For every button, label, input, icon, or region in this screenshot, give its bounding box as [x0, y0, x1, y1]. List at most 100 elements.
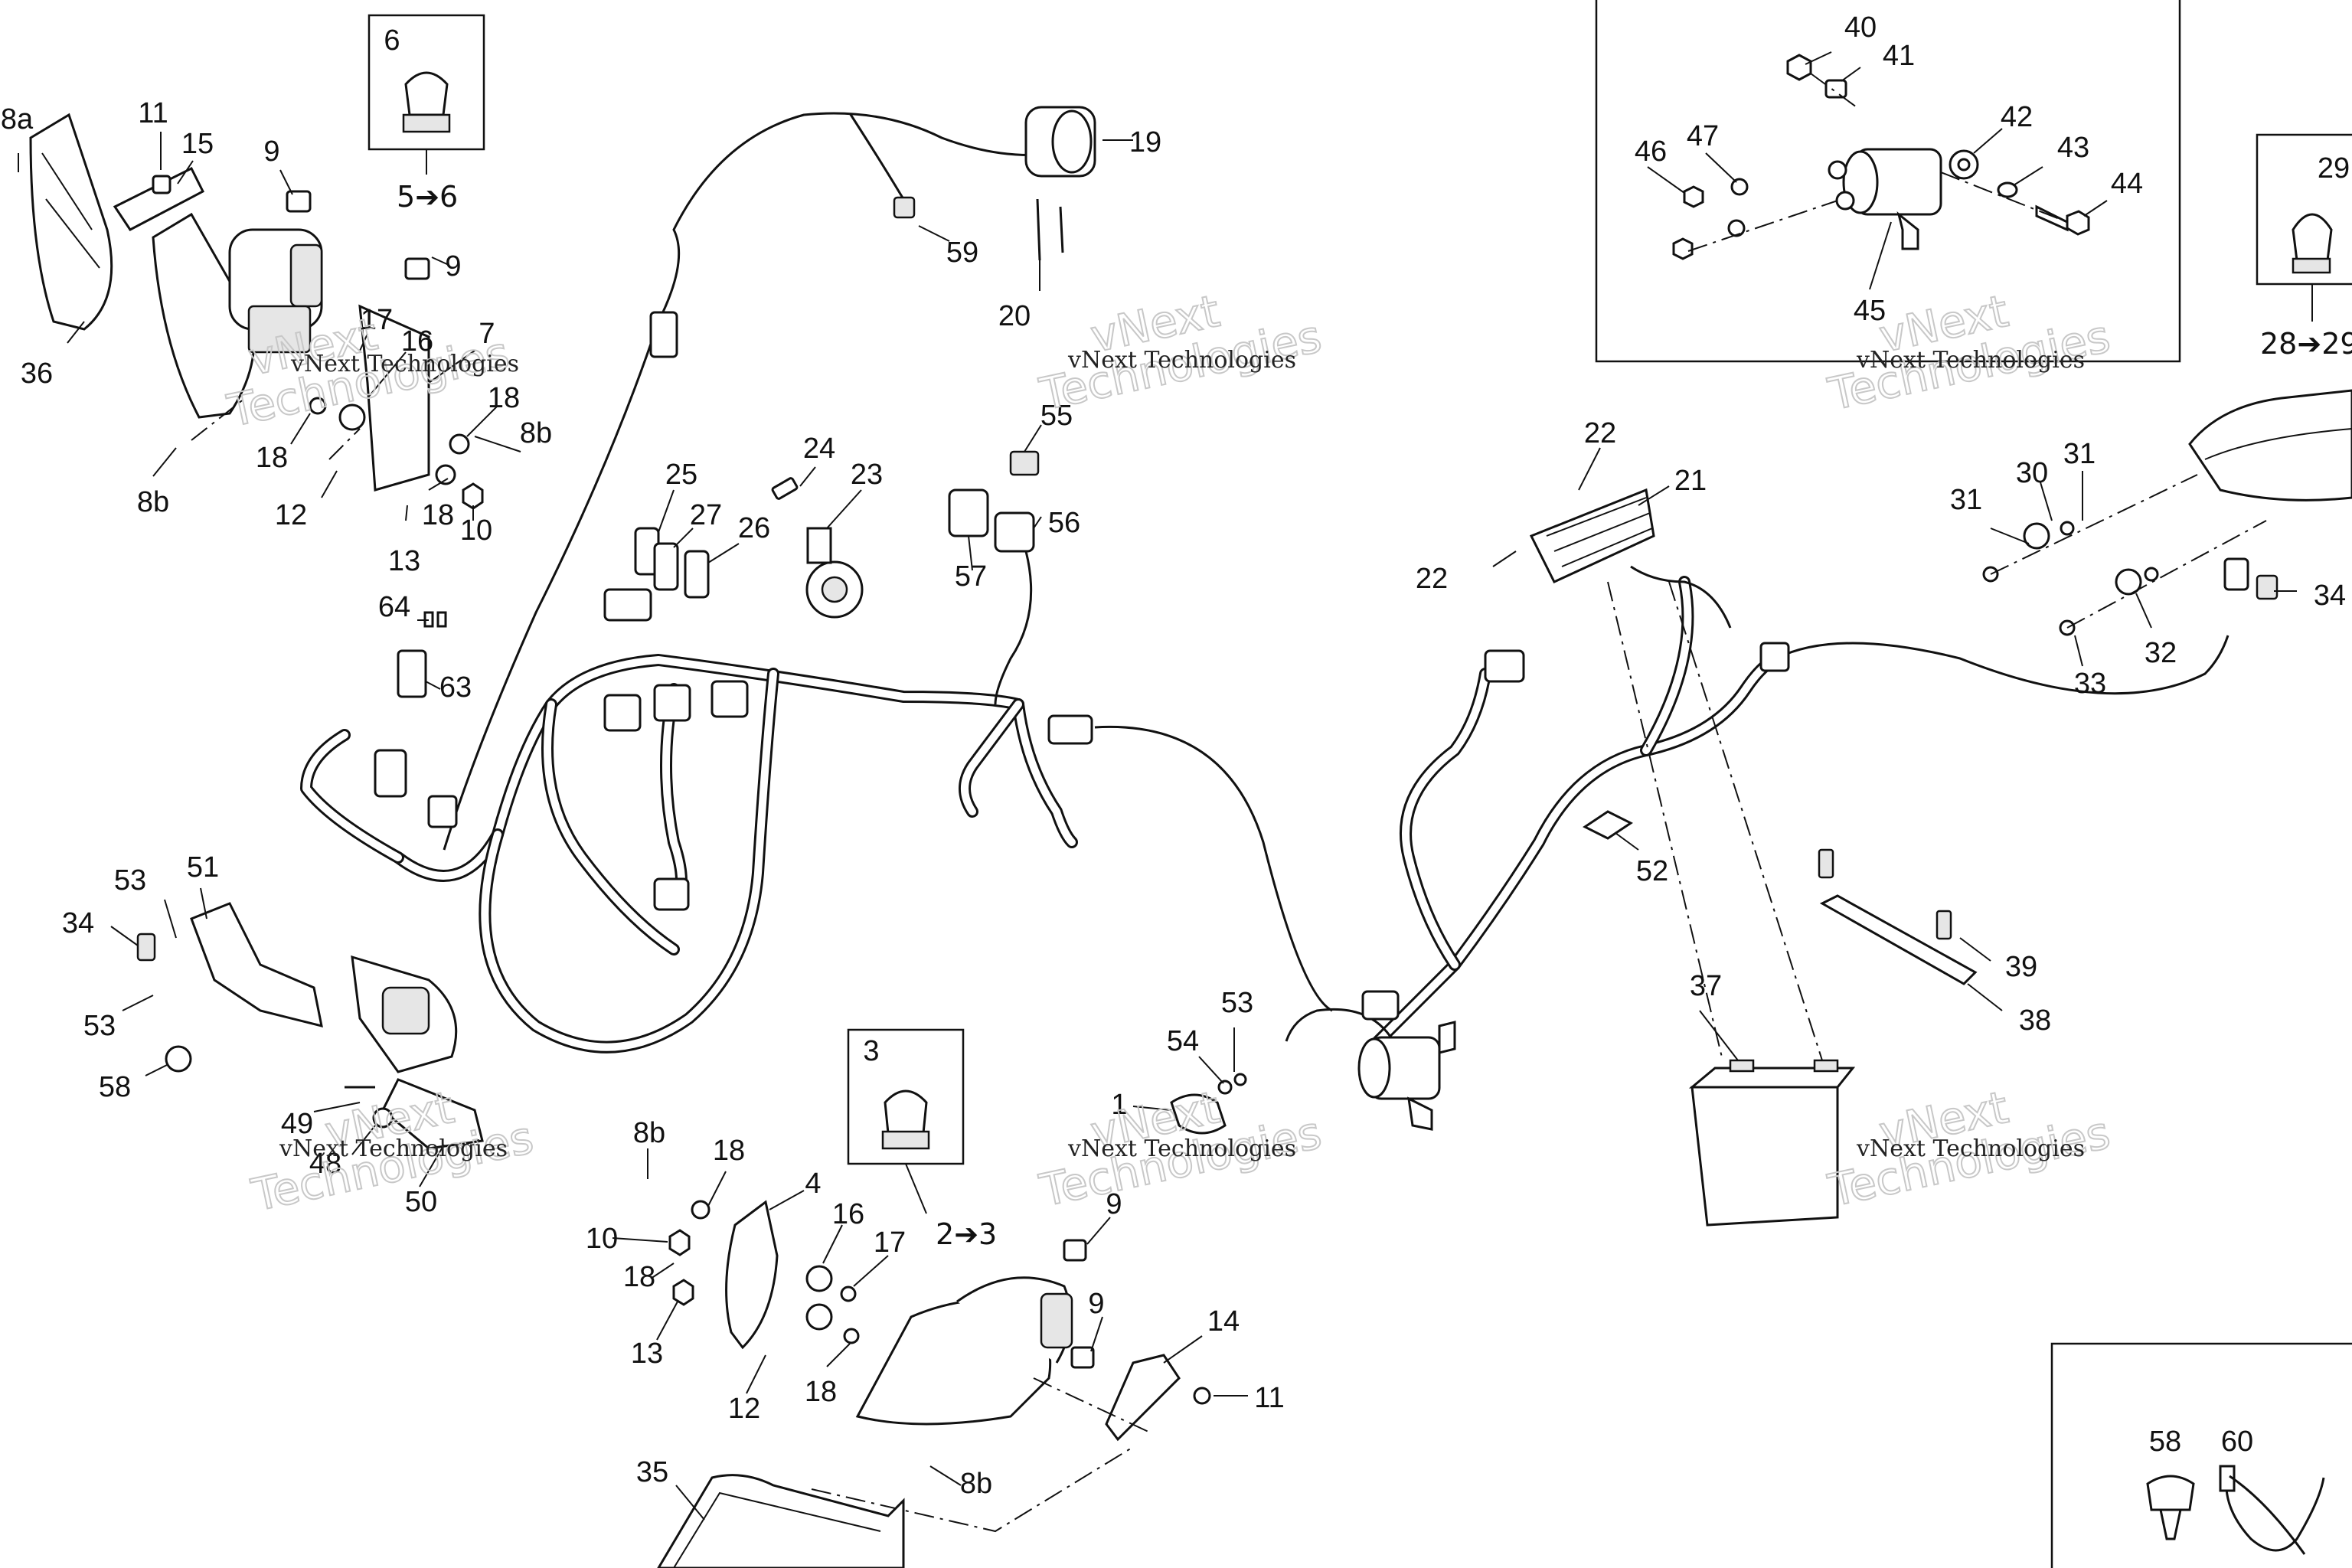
watermark: vNext Technologies: [1823, 284, 2115, 421]
callout-37: 37: [1690, 970, 1722, 1002]
callout-12-top: 12: [275, 499, 307, 531]
callout-53-a: 53: [114, 864, 146, 897]
callout-18-e: 18: [623, 1261, 655, 1293]
callout-32: 32: [2145, 637, 2177, 669]
callout-13-top: 13: [388, 545, 420, 577]
callout-11-top: 11: [138, 97, 168, 129]
watermark-company: vNext Technologies: [1856, 347, 2085, 374]
callout-44: 44: [2111, 168, 2143, 200]
main-wiring-harness: [300, 112, 1093, 1073]
callout-53-c: 53: [1221, 987, 1253, 1019]
callout-43: 43: [2057, 132, 2089, 164]
callout-53-b: 53: [83, 1010, 116, 1042]
callout-7: 7: [479, 318, 495, 350]
bulb-detail-box-6: [368, 14, 485, 175]
callout-42: 42: [2001, 101, 2033, 133]
leader-lines: [18, 132, 2297, 1521]
callout-23: 23: [851, 459, 883, 491]
callout-6: 6: [384, 24, 400, 57]
callout-8a: 8a: [1, 103, 34, 136]
taillight-bulb-box-29: [2256, 133, 2352, 322]
callout-47: 47: [1687, 120, 1719, 152]
callout-45: 45: [1854, 295, 1886, 327]
replacement-labels: 5➔6 28➔29 2➔3: [397, 180, 2352, 1251]
callout-16-bot: 16: [832, 1198, 864, 1230]
callout-8b-bot: 8b: [960, 1468, 992, 1500]
callout-64: 64: [378, 591, 410, 623]
watermark-company: vNext Technologies: [279, 1135, 508, 1162]
rear-link-wire: [1094, 725, 1333, 1012]
callout-13-bot: 13: [631, 1338, 663, 1370]
solenoid-detail-box: [1595, 0, 2181, 363]
callout-22-top: 22: [1584, 417, 1616, 449]
callout-12-bot: 12: [728, 1393, 760, 1425]
callout-59: 59: [946, 237, 978, 269]
callout-54: 54: [1167, 1025, 1199, 1057]
callout-19: 19: [1129, 126, 1161, 158]
callout-16-top: 16: [401, 325, 433, 358]
replacement-28-29: 28➔29: [2260, 327, 2352, 361]
callout-41: 41: [1883, 40, 1915, 72]
callout-26: 26: [738, 512, 770, 544]
watermark-company: vNext Technologies: [1067, 347, 1296, 374]
callout-25: 25: [665, 459, 697, 491]
callout-33: 33: [2074, 668, 2106, 700]
watermark: vNext Technologies: [1034, 284, 1327, 421]
callout-50: 50: [405, 1186, 437, 1218]
callout-31-a: 31: [1950, 484, 1982, 516]
replacement-5-6: 5➔6: [397, 180, 458, 214]
callout-27: 27: [690, 499, 722, 531]
callout-40: 40: [1844, 11, 1877, 44]
headlight-assembly-top: [29, 113, 484, 510]
callout-17-top: 17: [361, 304, 393, 336]
callout-48: 48: [309, 1148, 341, 1180]
callout-14: 14: [1207, 1305, 1240, 1338]
callout-29: 29: [2318, 152, 2350, 185]
callout-10-top: 10: [460, 514, 492, 547]
callout-38: 38: [2019, 1004, 2051, 1037]
replacement-2-3: 2➔3: [936, 1217, 997, 1251]
callout-22-left: 22: [1416, 563, 1448, 595]
callout-17-bot: 17: [874, 1227, 906, 1259]
callout-8b-left: 8b: [137, 486, 169, 518]
callout-10-bot: 10: [586, 1223, 618, 1255]
callout-18-d: 18: [713, 1135, 745, 1167]
watermark-company: vNext Technologies: [290, 351, 519, 377]
callout-18-a: 18: [488, 382, 520, 414]
callout-9-bot-a: 9: [1106, 1188, 1122, 1220]
callout-63: 63: [439, 671, 472, 704]
callout-58-box: 58: [2149, 1426, 2181, 1458]
callout-1: 1: [1111, 1089, 1127, 1121]
misc-parts: [136, 106, 2352, 1227]
callout-52: 52: [1636, 855, 1668, 887]
callout-18-c: 18: [422, 499, 454, 531]
callout-34-left: 34: [62, 907, 94, 939]
callout-55: 55: [1040, 400, 1073, 432]
headlight-assembly-bottom: [657, 1200, 1211, 1568]
callout-11-bot: 11: [1254, 1382, 1284, 1414]
callout-20: 20: [998, 300, 1031, 332]
callout-3: 3: [863, 1035, 879, 1067]
callout-35: 35: [636, 1456, 668, 1488]
watermark-company: vNext Technologies: [1067, 1135, 1296, 1162]
callout-9-bot-b: 9: [1088, 1288, 1104, 1320]
rear-wiring-harness: [1285, 565, 2230, 1131]
callout-9-mid: 9: [445, 250, 461, 283]
callout-18-b: 18: [256, 442, 288, 474]
callout-24: 24: [803, 433, 835, 465]
callout-34-right: 34: [2314, 580, 2346, 612]
callout-60: 60: [2221, 1426, 2253, 1458]
fasteners-detail-box: [2050, 1342, 2352, 1568]
callout-30: 30: [2016, 457, 2048, 489]
callout-36: 36: [21, 358, 53, 390]
callout-49: 49: [281, 1108, 313, 1140]
bulb-detail-box-3: [847, 1028, 965, 1214]
callout-9-top: 9: [263, 136, 279, 168]
callout-8b-top: 8b: [520, 417, 552, 449]
callout-21: 21: [1674, 465, 1707, 497]
callout-51: 51: [187, 851, 219, 884]
callout-31-b: 31: [2063, 438, 2096, 470]
watermark-company: vNext Technologies: [1856, 1135, 2085, 1162]
callout-4: 4: [805, 1168, 821, 1200]
